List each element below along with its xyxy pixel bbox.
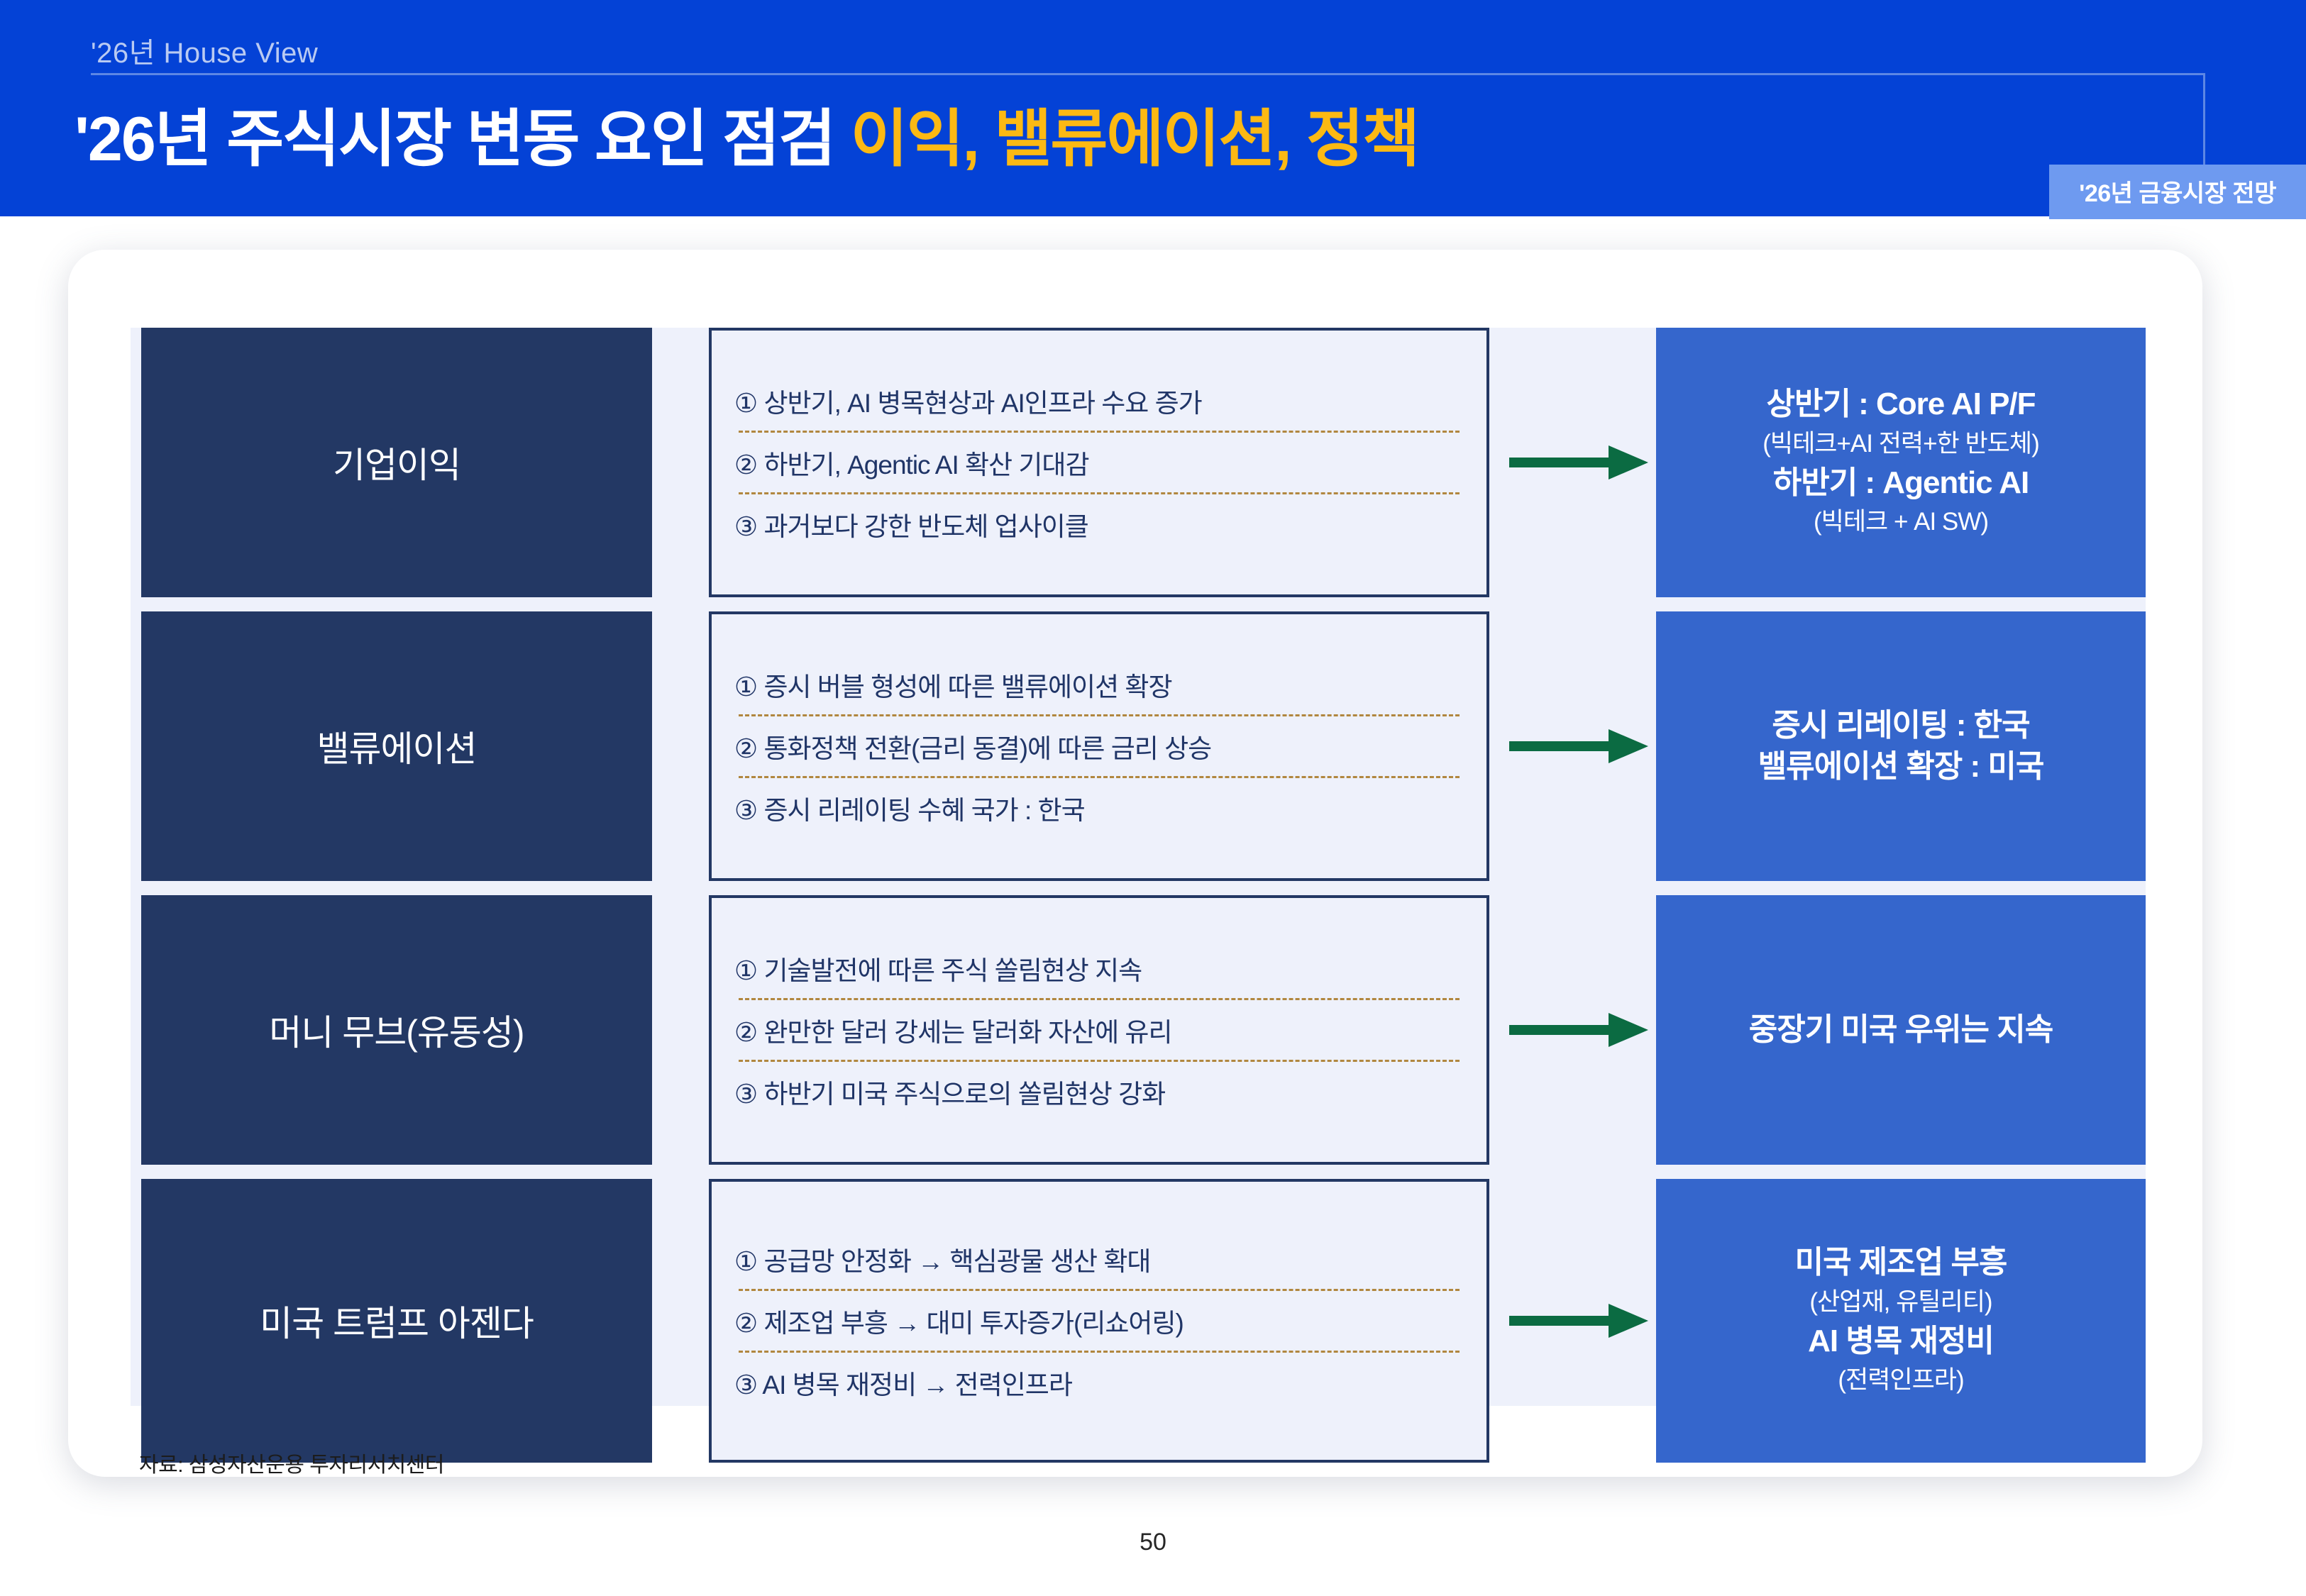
list-divider: [739, 492, 1460, 494]
list-item: ① 기술발전에 따른 주식 쏠림현상 지속: [734, 956, 1142, 985]
category-box: 기업이익: [141, 328, 652, 597]
conclusion-line: (전력인프라): [1838, 1366, 1964, 1395]
right-arrow-icon: [1508, 1304, 1648, 1338]
factor-list: ① 증시 버블 형성에 따른 밸류에이션 확장 ② 통화정책 전환(금리 동결)에…: [709, 611, 1489, 881]
list-item: ③ 하반기 미국 주식으로의 쏠림현상 강화: [734, 1080, 1166, 1109]
list-item: ② 하반기, Agentic AI 확산 기대감: [734, 450, 1090, 480]
category-box: 머니 무브(유동성): [141, 895, 652, 1165]
status-badge: '26년 금융시장 전망: [2049, 165, 2306, 219]
conclusion-line: AI 병목 재정비: [1808, 1324, 1995, 1358]
conclusion-line: 증시 리레이팅 : 한국: [1772, 707, 2030, 743]
factor-list: ① 상반기, AI 병목현상과 AI인프라 수요 증가 ② 하반기, Agenti…: [709, 328, 1489, 597]
conclusion-box: 미국 제조업 부흥 (산업재, 유틸리티) AI 병목 재정비 (전력인프라): [1656, 1179, 2146, 1463]
list-item: ① 상반기, AI 병목현상과 AI인프라 수요 증가: [734, 389, 1203, 418]
category-box: 밸류에이션: [141, 611, 652, 881]
conclusion-line: (빅테크 + AI SW): [1814, 508, 1989, 536]
list-divider: [739, 998, 1460, 1000]
list-item: ③ AI 병목 재정비 → 전력인프라: [734, 1370, 1073, 1400]
page-number: 50: [1140, 1529, 1166, 1556]
list-item: ② 통화정책 전환(금리 동결)에 따른 금리 상승: [734, 734, 1212, 763]
list-item: ③ 과거보다 강한 반도체 업사이클: [734, 512, 1089, 541]
list-item: ③ 증시 리레이팅 수혜 국가 : 한국: [734, 796, 1086, 825]
matrix-row: 밸류에이션 ① 증시 버블 형성에 따른 밸류에이션 확장 ② 통화정책 전환(금리…: [131, 611, 2146, 881]
list-divider: [739, 431, 1460, 433]
conclusion-line: 하반기 : Agentic AI: [1772, 465, 2029, 500]
list-divider: [739, 1060, 1460, 1062]
page-title-main: '26년 주식시장 변동 요인 점검: [75, 104, 851, 174]
list-divider: [739, 1289, 1460, 1291]
list-divider: [739, 714, 1460, 716]
factor-list: ① 기술발전에 따른 주식 쏠림현상 지속 ② 완만한 달러 강세는 달러화 자산…: [709, 895, 1489, 1165]
page-title: '26년 주식시장 변동 요인 점검 이익, 밸류에이션, 정책: [75, 89, 1420, 179]
header-kicker: '26년 House View: [91, 38, 319, 69]
matrix-row: 미국 트럼프 아젠다 ① 공급망 안정화 → 핵심광물 생산 확대 ② 제조업 부흥…: [131, 1179, 2146, 1463]
right-arrow-icon: [1508, 729, 1648, 763]
conclusion-box: 중장기 미국 우위는 지속: [1656, 895, 2146, 1165]
category-box: 미국 트럼프 아젠다: [141, 1179, 652, 1463]
arrow-connector: [1496, 1179, 1663, 1463]
arrow-connector: [1496, 328, 1663, 597]
conclusion-line: 미국 제조업 부흥: [1794, 1245, 2008, 1280]
list-divider: [739, 776, 1460, 778]
conclusion-line: (산업재, 유틸리티): [1809, 1287, 1992, 1316]
list-item: ① 공급망 안정화 → 핵심광물 생산 확대: [734, 1247, 1151, 1276]
list-item: ② 제조업 부흥 → 대미 투자증가(리쇼어링): [734, 1309, 1184, 1338]
right-arrow-icon: [1508, 1013, 1648, 1047]
content-card: 기업이익 ① 상반기, AI 병목현상과 AI인프라 수요 증가 ② 하반기, Ag…: [68, 250, 2202, 1477]
matrix-row: 머니 무브(유동성) ① 기술발전에 따른 주식 쏠림현상 지속 ② 완만한 달러 …: [131, 895, 2146, 1165]
conclusion-box: 상반기 : Core AI P/F (빅테크+AI 전력+한 반도체) 하반기 : …: [1656, 328, 2146, 597]
factor-list: ① 공급망 안정화 → 핵심광물 생산 확대 ② 제조업 부흥 → 대미 투자증가…: [709, 1179, 1489, 1463]
conclusion-line: 상반기 : Core AI P/F: [1766, 387, 2036, 422]
header-divider-horizontal: [91, 73, 2205, 75]
conclusion-line: (빅테크+AI 전력+한 반도체): [1762, 429, 2040, 458]
source-note: 자료: 삼성자산운용 투자리서치센터: [139, 1453, 445, 1477]
page-title-accent: 이익, 밸류에이션, 정책: [850, 104, 1420, 174]
arrow-connector: [1496, 895, 1663, 1165]
right-arrow-icon: [1508, 445, 1648, 480]
list-item: ② 완만한 달러 강세는 달러화 자산에 유리: [734, 1018, 1173, 1047]
header-divider-vertical: [2203, 73, 2205, 215]
list-item: ① 증시 버블 형성에 따른 밸류에이션 확장: [734, 672, 1173, 702]
slide-header: '26년 House View '26년 주식시장 변동 요인 점검 이익, 밸…: [0, 0, 2306, 219]
list-divider: [739, 1351, 1460, 1353]
arrow-connector: [1496, 611, 1663, 881]
matrix-panel: 기업이익 ① 상반기, AI 병목현상과 AI인프라 수요 증가 ② 하반기, Ag…: [131, 328, 2146, 1463]
conclusion-line: 중장기 미국 우위는 지속: [1748, 1012, 2053, 1047]
matrix-row: 기업이익 ① 상반기, AI 병목현상과 AI인프라 수요 증가 ② 하반기, Ag…: [131, 328, 2146, 597]
conclusion-line: 밸류에이션 확장 : 미국: [1758, 749, 2045, 784]
